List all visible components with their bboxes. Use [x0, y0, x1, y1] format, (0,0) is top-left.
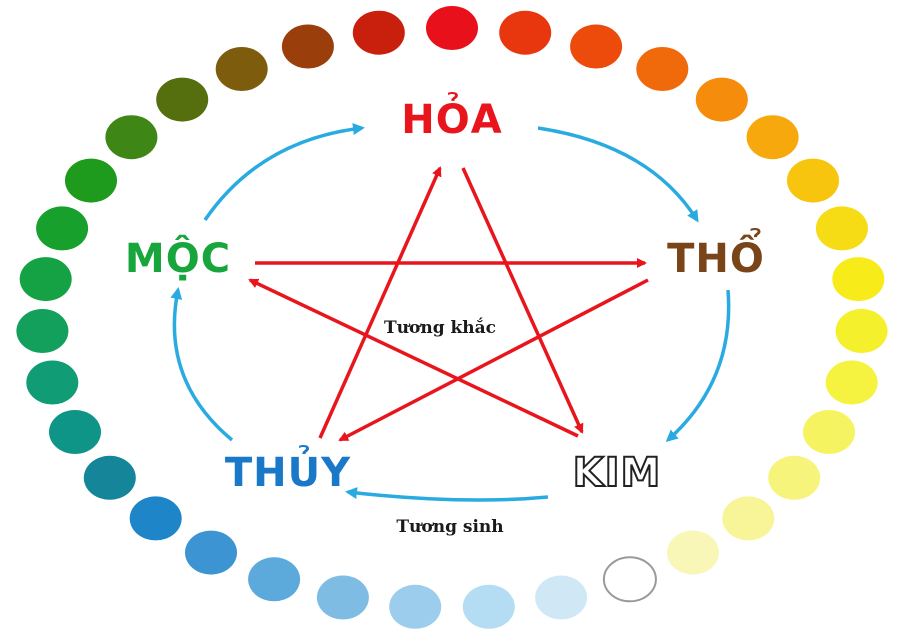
arc-moc-to-hoa: [203, 123, 365, 221]
color-dot: [499, 10, 552, 55]
label-overcoming: Tương khắc: [384, 317, 496, 338]
color-dot: [815, 206, 868, 251]
label-thuy: THỦY: [225, 443, 351, 496]
color-dot: [16, 309, 69, 353]
color-dot: [768, 455, 821, 500]
color-dot: [636, 47, 689, 91]
color-dot: [156, 77, 209, 122]
color-dot: [352, 10, 405, 55]
color-dot: [570, 24, 623, 69]
color-dot: [462, 584, 515, 629]
color-dot: [667, 530, 719, 575]
color-dot: [389, 584, 442, 629]
label-moc: MỘC: [125, 234, 231, 282]
arrow-kim-to-moc: [248, 278, 579, 438]
label-tho: THỔ: [667, 227, 765, 282]
color-dot: [746, 115, 799, 160]
label-hoa: HỎA: [401, 90, 502, 143]
color-dot: [129, 496, 182, 541]
color-dot: [105, 115, 158, 160]
generating-cycle: [170, 123, 731, 502]
color-dot: [281, 24, 334, 69]
color-dot: [215, 47, 268, 91]
arrow-tho-to-thuy: [338, 278, 649, 442]
color-dot: [787, 158, 839, 203]
arrow-hoa-to-kim: [461, 167, 584, 434]
color-dot: [695, 77, 748, 122]
arc-kim-to-thuy: [345, 487, 549, 502]
color-dot: [602, 556, 657, 603]
label-generating: Tương sinh: [396, 517, 503, 537]
arc-thuy-to-moc: [170, 287, 234, 442]
color-dot: [803, 410, 855, 454]
color-wheel: [16, 6, 888, 629]
color-dot: [36, 206, 89, 251]
color-dot: [722, 496, 775, 541]
color-dot: [248, 557, 301, 602]
color-dot: [185, 530, 237, 575]
color-dot: [835, 309, 888, 353]
overcoming-cycle: [248, 166, 649, 442]
arc-hoa-to-tho: [537, 126, 699, 223]
color-dot: [825, 360, 878, 405]
color-dot: [26, 360, 79, 405]
color-dot: [832, 257, 885, 302]
color-dot: [19, 257, 72, 302]
color-dot: [65, 158, 117, 203]
color-dot: [316, 575, 369, 620]
color-dot: [49, 410, 101, 454]
label-kim: KIM: [573, 450, 662, 496]
arrow-thuy-to-hoa: [318, 166, 442, 439]
arc-tho-to-kim: [665, 289, 731, 443]
color-dot: [535, 575, 588, 620]
color-dot: [426, 6, 478, 50]
color-dot: [83, 455, 136, 500]
